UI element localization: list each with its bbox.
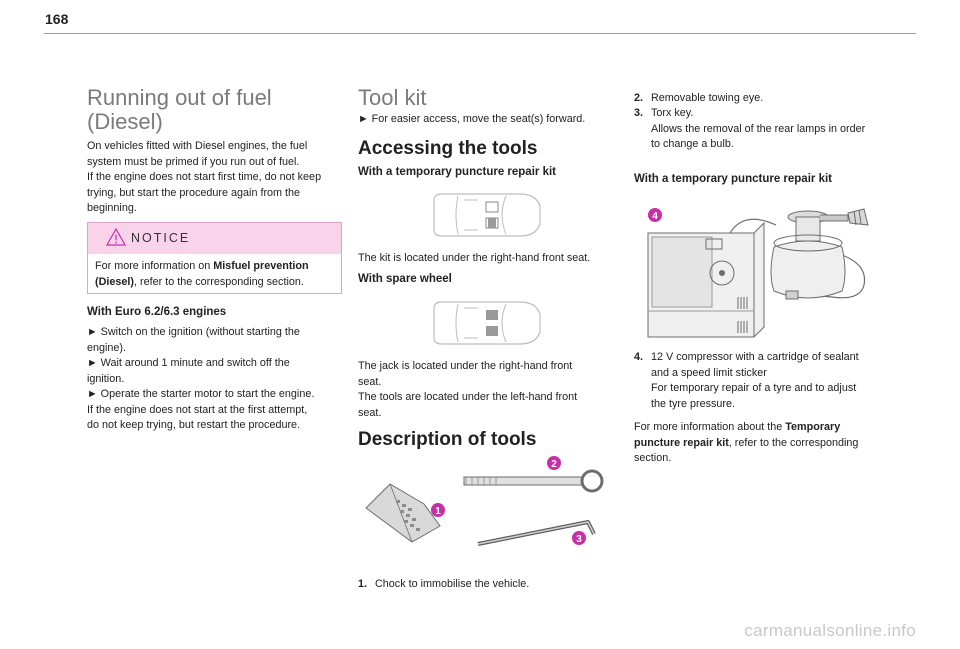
spare-wheel-heading: With spare wheel	[358, 273, 452, 285]
spare-line: seat.	[358, 375, 382, 388]
link-text: Temporary	[785, 421, 841, 433]
step-line: If the engine does not start at the firs…	[87, 403, 308, 416]
step-line: ignition.	[87, 372, 125, 385]
title-line-2: (Diesel)	[87, 109, 163, 134]
badge-2: 2	[547, 456, 561, 470]
spare-line: The jack is located under the right-hand…	[358, 360, 573, 372]
notice-link-text: Misfuel prevention	[213, 260, 309, 272]
item-desc: and a speed limit sticker	[651, 366, 767, 379]
item-text: Torx key.	[651, 107, 694, 119]
tool-item-1: 1. Chock to immobilise the vehicle.	[358, 577, 620, 593]
accessing-tools-heading: Accessing the tools	[358, 138, 538, 159]
spare-line: The tools are located under the left-han…	[358, 391, 578, 403]
notice-header: NOTICE	[88, 223, 341, 254]
car-topview-spare-image	[433, 301, 541, 345]
tool-item-2: 2. Removable towing eye.	[634, 91, 884, 107]
access-tip: ► For easier access, move the seat(s) fo…	[358, 113, 586, 125]
notice-text: For more information on Misfuel preventi…	[95, 259, 335, 290]
towing-eye-image	[463, 469, 604, 493]
badge-1-label: 1	[435, 506, 441, 517]
step-line: do not keep trying, but restart the proc…	[87, 419, 301, 431]
item-desc: For temporary repair of a tyre and to ad…	[651, 382, 857, 394]
badge-1: 1	[431, 503, 445, 517]
engines-heading: With Euro 6.2/6.3 engines	[87, 306, 227, 318]
item-number: 2.	[634, 92, 644, 104]
badge-2-label: 2	[551, 459, 557, 470]
intro-line: beginning.	[87, 202, 137, 214]
badge-4: 4	[648, 208, 662, 222]
text-part: section.	[634, 452, 672, 464]
item-text: Removable towing eye.	[651, 92, 764, 104]
link-text: puncture repair kit	[634, 436, 729, 449]
header-rule	[44, 33, 916, 34]
item-desc: to change a bulb.	[651, 138, 734, 150]
item-text: 12 V compressor with a cartridge of seal…	[651, 351, 859, 363]
tools-illustration: 1 2 3	[365, 456, 604, 546]
badge-3: 3	[572, 531, 586, 545]
notice-text-part: , refer to the corresponding section.	[134, 275, 304, 288]
item-number: 1.	[358, 578, 368, 590]
repair-kit-location: The kit is located under the right-hand …	[358, 252, 591, 264]
tool-item-3: 3. Torx key. Allows the removal of the re…	[634, 106, 884, 153]
step-line: ► Wait around 1 minute and switch off th…	[87, 357, 290, 369]
repair-kit-heading: With a temporary puncture repair kit	[358, 166, 556, 178]
badge-3-label: 3	[576, 534, 582, 545]
step-line: engine).	[87, 341, 127, 354]
section-title-fuel: Running out of fuel (Diesel)	[87, 86, 272, 134]
intro-line: system must be primed if you run out of …	[87, 155, 300, 168]
warning-icon	[106, 228, 126, 246]
repair-kit-heading-2: With a temporary puncture repair kit	[634, 173, 832, 185]
section-title-toolkit: Tool kit	[358, 85, 427, 110]
car-topview-kit-image	[433, 193, 541, 237]
description-heading: Description of tools	[358, 429, 537, 450]
compressor-illustration: 4	[647, 208, 869, 338]
step-line: ► Operate the starter motor to start the…	[87, 388, 315, 400]
text-part: For more information about the	[634, 421, 786, 433]
text-part: , refer to the corresponding	[728, 436, 859, 449]
spare-line: seat.	[358, 406, 382, 419]
intro-line: trying, but start the procedure again fr…	[87, 186, 301, 199]
engine-steps: ► Switch on the ignition (without starti…	[87, 325, 347, 434]
item-text: Chock to immobilise the vehicle.	[375, 578, 530, 590]
item-desc: Allows the removal of the rear lamps in …	[651, 122, 866, 135]
notice-box: NOTICE For more information on Misfuel p…	[87, 222, 342, 294]
intro-line: On vehicles fitted with Diesel engines, …	[87, 140, 308, 152]
badge-4-label: 4	[652, 211, 658, 222]
more-info-repair-kit: For more information about the Temporary…	[634, 420, 886, 467]
watermark: carmanualsonline.info	[744, 621, 916, 640]
title-line-1: Running out of fuel	[87, 85, 272, 110]
chock-image	[365, 483, 441, 543]
compressor-box-image	[647, 221, 765, 338]
tool-item-4: 4. 12 V compressor with a cartridge of se…	[634, 350, 884, 412]
intro-line: If the engine does not start first time,…	[87, 171, 322, 183]
sealant-cartridge-image	[770, 208, 869, 300]
torx-key-image	[477, 520, 596, 546]
item-desc: the tyre pressure.	[651, 397, 736, 410]
fuel-intro: On vehicles fitted with Diesel engines, …	[87, 139, 347, 217]
step-line: ► Switch on the ignition (without starti…	[87, 326, 300, 338]
page-number: 168	[45, 11, 69, 27]
notice-title: NOTICE	[131, 231, 191, 245]
item-number: 3.	[634, 107, 644, 119]
notice-text-part: For more information on	[95, 260, 214, 272]
item-number: 4.	[634, 351, 644, 363]
spare-wheel-location: The jack is located under the right-hand…	[358, 359, 620, 421]
notice-link-text: (Diesel)	[95, 275, 135, 288]
